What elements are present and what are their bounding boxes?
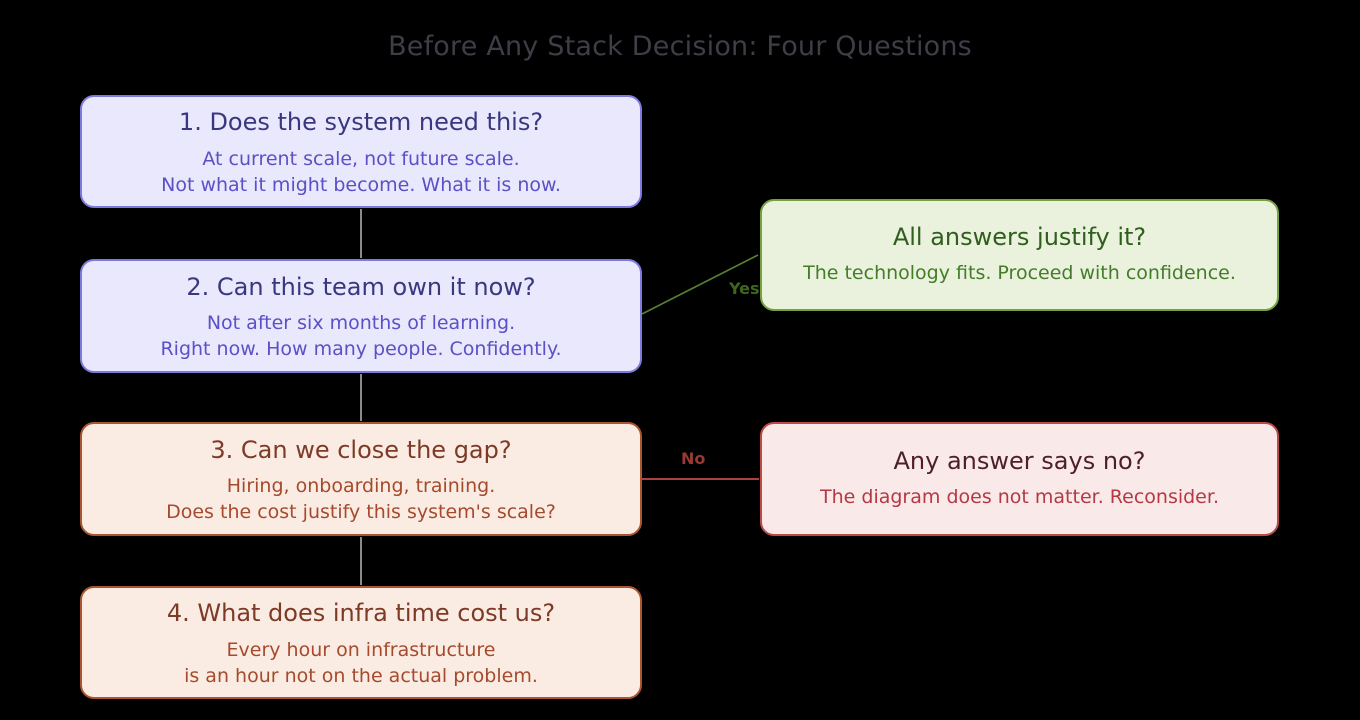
question-2-subtitle-line1: Not after six months of learning. bbox=[206, 312, 516, 335]
outcome-yes-title: All answers justify it? bbox=[892, 222, 1147, 251]
yes-edge-label: Yes bbox=[729, 279, 760, 298]
outcome-box-no: Any answer says no? The diagram does not… bbox=[760, 422, 1279, 536]
question-1-title: 1. Does the system need this? bbox=[178, 108, 544, 137]
page-title: Before Any Stack Decision: Four Question… bbox=[388, 31, 972, 62]
question-4-title: 4. What does infra time cost us? bbox=[166, 599, 556, 628]
question-box-1: 1. Does the system need this? At current… bbox=[80, 95, 642, 208]
question-4-subtitle-line1: Every hour on infrastructure bbox=[226, 638, 496, 661]
question-3-subtitle-line1: Hiring, onboarding, training. bbox=[226, 475, 496, 498]
question-2-title: 2. Can this team own it now? bbox=[186, 272, 536, 301]
question-box-4: 4. What does infra time cost us? Every h… bbox=[80, 586, 642, 699]
outcome-no-title: Any answer says no? bbox=[893, 446, 1146, 475]
connector-yes-edge bbox=[641, 254, 759, 315]
question-3-title: 3. Can we close the gap? bbox=[210, 435, 512, 464]
outcome-yes-subtitle: The technology fits. Proceed with confid… bbox=[803, 262, 1236, 285]
question-4-subtitle-line2: is an hour not on the actual problem. bbox=[184, 664, 538, 687]
no-edge-label: No bbox=[681, 449, 706, 468]
outcome-no-subtitle: The diagram does not matter. Reconsider. bbox=[820, 486, 1219, 509]
question-1-subtitle-line2: Not what it might become. What it is now… bbox=[161, 173, 561, 196]
question-2-subtitle-line2: Right now. How many people. Confidently. bbox=[160, 338, 562, 361]
question-box-3: 3. Can we close the gap? Hiring, onboard… bbox=[80, 422, 642, 536]
question-box-2: 2. Can this team own it now? Not after s… bbox=[80, 259, 642, 373]
outcome-box-yes: All answers justify it? The technology f… bbox=[760, 199, 1279, 311]
question-3-subtitle-line2: Does the cost justify this system's scal… bbox=[166, 501, 556, 524]
question-1-subtitle-line1: At current scale, not future scale. bbox=[202, 147, 520, 170]
